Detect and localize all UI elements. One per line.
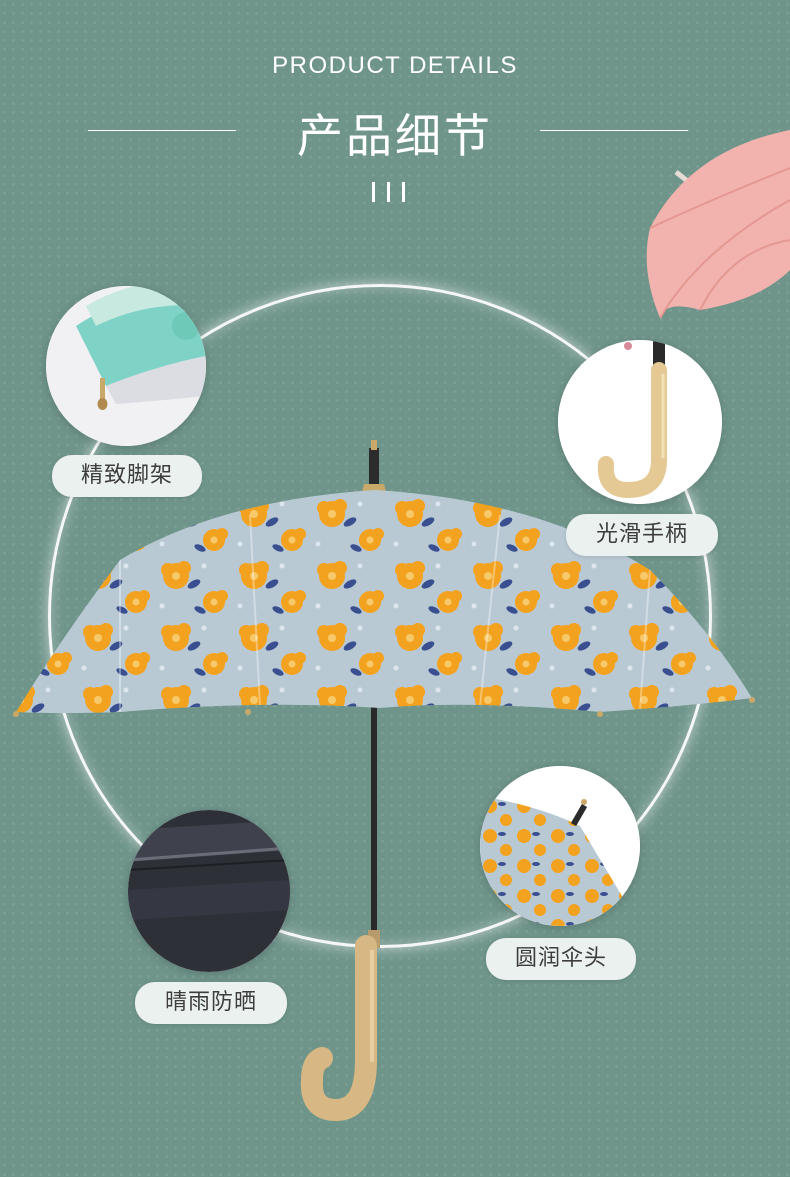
header-tick-marks — [372, 182, 406, 202]
detail-image-tip — [46, 286, 206, 446]
feature-label-top: 圆润伞头 — [486, 938, 636, 980]
feature-label-handle: 光滑手柄 — [566, 514, 718, 556]
detail-image-handle — [558, 340, 722, 504]
detail-image-fabric — [128, 810, 290, 972]
header-divider-left — [88, 130, 236, 131]
feature-label-fabric: 晴雨防晒 — [135, 982, 287, 1024]
feature-label-tip: 精致脚架 — [52, 455, 202, 497]
header-divider-right — [540, 130, 688, 131]
section-title-cn: 产品细节 — [297, 109, 493, 163]
detail-image-top — [480, 766, 640, 926]
section-title-en: PRODUCT DETAILS — [272, 52, 518, 79]
